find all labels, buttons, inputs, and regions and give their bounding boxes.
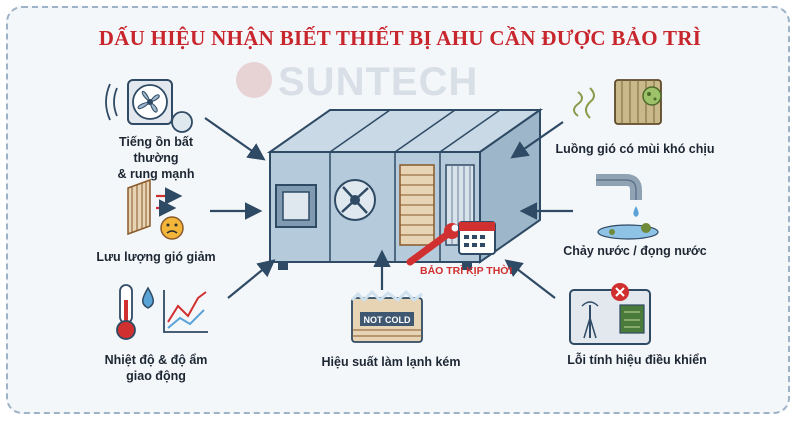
- page-title: DẤU HIỆU NHẬN BIẾT THIẾT BỊ AHU CẦN ĐƯỢC…: [98, 26, 702, 50]
- label-signal: Lỗi tính hiệu điều khiển: [567, 353, 707, 367]
- watermark-logo-icon: [236, 62, 272, 98]
- label-temp: Nhiệt độ & độ ẩm giao động: [96, 352, 216, 384]
- label-noise-line2: & rung mạnh: [117, 167, 195, 181]
- arrow-temp: [227, 259, 276, 299]
- calendar-icon: [458, 221, 496, 255]
- water-drop-icon: [142, 286, 154, 309]
- label-smell: Luồng gió có mùi khó chịu: [555, 142, 715, 156]
- label-noise: Tiếng ồn bất thường & rung mạnh: [96, 134, 216, 182]
- sad-face-icon: [160, 216, 184, 240]
- label-noise-line1: Tiếng ồn bất thường: [118, 135, 194, 165]
- line-graph-icon: [163, 290, 208, 333]
- leaking-pipe-icon: [596, 174, 659, 240]
- not-cold-label: NOT COLD: [364, 315, 411, 325]
- frosted-coil-icon: [350, 289, 423, 343]
- error-x-icon: [611, 283, 629, 301]
- label-airflow: Lưu lượng gió giảm: [96, 250, 216, 264]
- arrow-smell: [510, 121, 564, 159]
- maintenance-label: BẢO TRÌ KỊP THỜI: [420, 265, 513, 277]
- bacteria-icon: [642, 86, 662, 106]
- label-leak: Chảy nước / đọng nước: [563, 244, 707, 258]
- thermometer-icon: [116, 284, 136, 340]
- watermark-text: SUNTECH: [278, 60, 479, 104]
- arrow-noise: [204, 117, 266, 161]
- airflow-filter-icon: [127, 178, 183, 236]
- label-temp-line1: Nhiệt độ & độ ẩm: [104, 353, 208, 367]
- wrench-icon: [406, 223, 460, 266]
- fan-noise-icon: [105, 79, 193, 133]
- label-temp-line2: giao động: [126, 369, 186, 383]
- ahu-unit-icon: [266, 108, 544, 270]
- label-cooling: Hiệu suất làm lạnh kém: [321, 355, 461, 369]
- arrow-signal: [504, 259, 556, 299]
- control-panel-icon: [569, 289, 651, 345]
